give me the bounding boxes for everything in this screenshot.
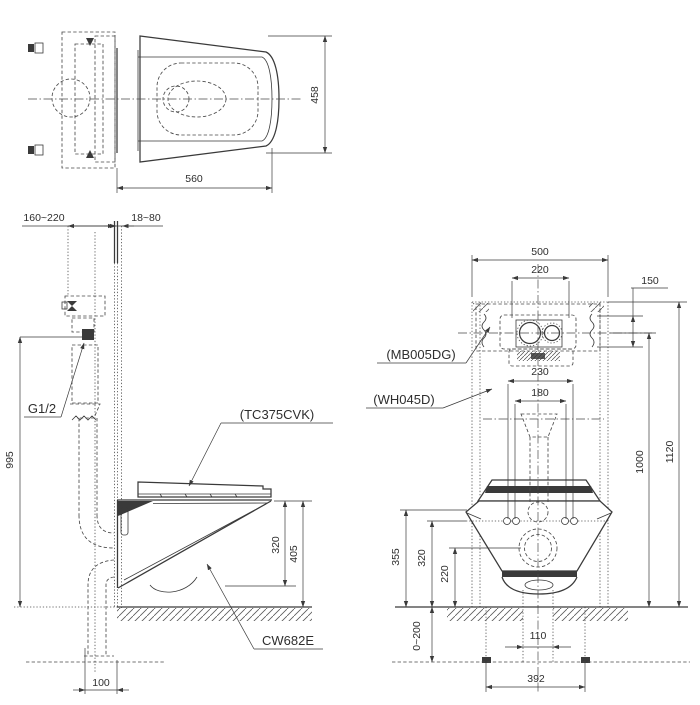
plan-dimensions: 458 560 <box>116 35 332 193</box>
dim-plate-center-height-1000: 1000 <box>634 450 646 474</box>
anchor-foot-right <box>581 657 590 663</box>
frame-model-callout: (WH045D) <box>366 388 493 409</box>
bowl-profile-slope <box>117 500 272 589</box>
side-bowl-profile <box>116 481 272 593</box>
section-arrow-bottom <box>86 150 94 158</box>
dim-995-group: 995 <box>4 336 82 608</box>
anchor-foot-left <box>482 657 491 663</box>
flush-plate-callout: (MB005DG) <box>377 326 491 364</box>
water-supply-connection <box>82 329 94 340</box>
plan-bowl-outline <box>28 35 302 163</box>
dim-1000-group: 1000 <box>610 332 656 608</box>
dim-bolt-span-wide-230: 230 <box>531 366 549 378</box>
supply-thread-callout: G1/2 <box>24 342 85 418</box>
dim-drain-offset-100: 100 <box>92 677 110 689</box>
dim-bolt-span-narrow-180: 180 <box>531 387 549 399</box>
dim-wall-finish-range: 18~80 <box>131 212 161 224</box>
dim-220-plate-group: 220 <box>511 264 570 318</box>
plan-bolt-top <box>28 42 44 54</box>
floor-hatch-side <box>117 608 312 621</box>
dim-drain-center-height-220: 220 <box>439 565 451 583</box>
dim-frame-depth-range: 160~220 <box>23 212 64 224</box>
dim-180-group: 180 <box>514 387 567 519</box>
section-arrow-top <box>86 38 94 46</box>
dim-frame-total-height-1120: 1120 <box>664 441 676 464</box>
mounting-bracket <box>120 506 129 536</box>
front-bowl <box>465 479 613 595</box>
dim-plate-opening-height-150: 150 <box>641 275 659 287</box>
dim-230-group: 230 <box>507 366 574 519</box>
front-left-dims: 355 320 220 0~200 <box>390 509 521 663</box>
dim-rim-height-405: 405 <box>288 545 300 563</box>
dim-100-group: 100 <box>73 648 129 694</box>
seat-model-callout: (TC375CVK) <box>188 407 333 487</box>
plan-concealed-tank <box>28 31 116 169</box>
label-frame-model: (WH045D) <box>373 392 434 407</box>
dim-outlet-width-110: 110 <box>530 630 547 642</box>
side-view: 160~220 18~80 G1/2 995 <box>4 212 333 694</box>
dim-plate-bolt-width-220: 220 <box>531 264 549 276</box>
dim-rim-height-355: 355 <box>390 548 402 566</box>
dim-150-group: 150 <box>597 275 668 348</box>
dim-bowl-height-320: 320 <box>270 536 282 554</box>
label-flush-plate-model: (MB005DG) <box>386 347 455 362</box>
plan-view: 458 560 <box>28 31 332 193</box>
dim-supply-height-995: 995 <box>4 451 16 469</box>
label-seat-model: (TC375CVK) <box>240 407 314 422</box>
seat-profile <box>137 481 272 498</box>
front-view: 500 220 150 1120 1000 230 <box>366 246 690 694</box>
dim-floor-buildup-range: 0~200 <box>411 621 423 651</box>
dim-1120-group: 1120 <box>608 301 687 608</box>
dim-depth-458: 458 <box>309 86 321 104</box>
front-frame <box>392 301 690 663</box>
dim-anchor-span-392: 392 <box>527 673 545 685</box>
dim-110-group: 110 <box>505 630 571 650</box>
side-floor <box>14 606 312 663</box>
label-bowl-model: CW682E <box>262 633 314 648</box>
dim-frame-width-500: 500 <box>531 246 549 258</box>
dim-320-405-group: 320 405 <box>225 500 312 608</box>
front-centerlines <box>458 264 652 694</box>
bowl-model-callout: CW682E <box>206 563 323 650</box>
dim-500-group: 500 <box>471 246 609 297</box>
dim-bolt-height-320: 320 <box>416 549 428 567</box>
side-wall-lines <box>22 221 163 672</box>
supply-pipe-front <box>520 413 558 503</box>
dim-392-group: 392 <box>485 662 586 692</box>
front-floor <box>395 590 688 662</box>
plan-bolt-bottom <box>28 144 44 156</box>
bowl-front-body <box>465 500 613 572</box>
label-supply-thread: G1/2 <box>28 401 56 416</box>
dim-width-560: 560 <box>185 173 203 185</box>
side-concealed-tank <box>61 295 115 657</box>
